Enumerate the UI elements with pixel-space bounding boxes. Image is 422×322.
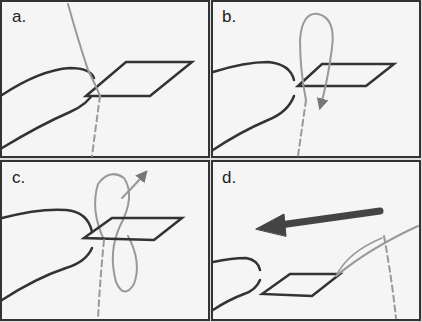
panel	[212, 1, 420, 157]
panel-b-drawing	[213, 14, 394, 156]
panel-c-drawing	[2, 172, 182, 318]
panel	[212, 161, 420, 320]
panel-label: b.	[220, 7, 238, 26]
panel-d-drawing	[213, 211, 418, 318]
panel	[1, 1, 209, 157]
panel-a-drawing	[2, 4, 192, 156]
panel	[1, 161, 209, 320]
panel-label: a.	[10, 7, 28, 26]
panel-label: c.	[10, 168, 27, 187]
panel-label: d.	[220, 168, 238, 187]
